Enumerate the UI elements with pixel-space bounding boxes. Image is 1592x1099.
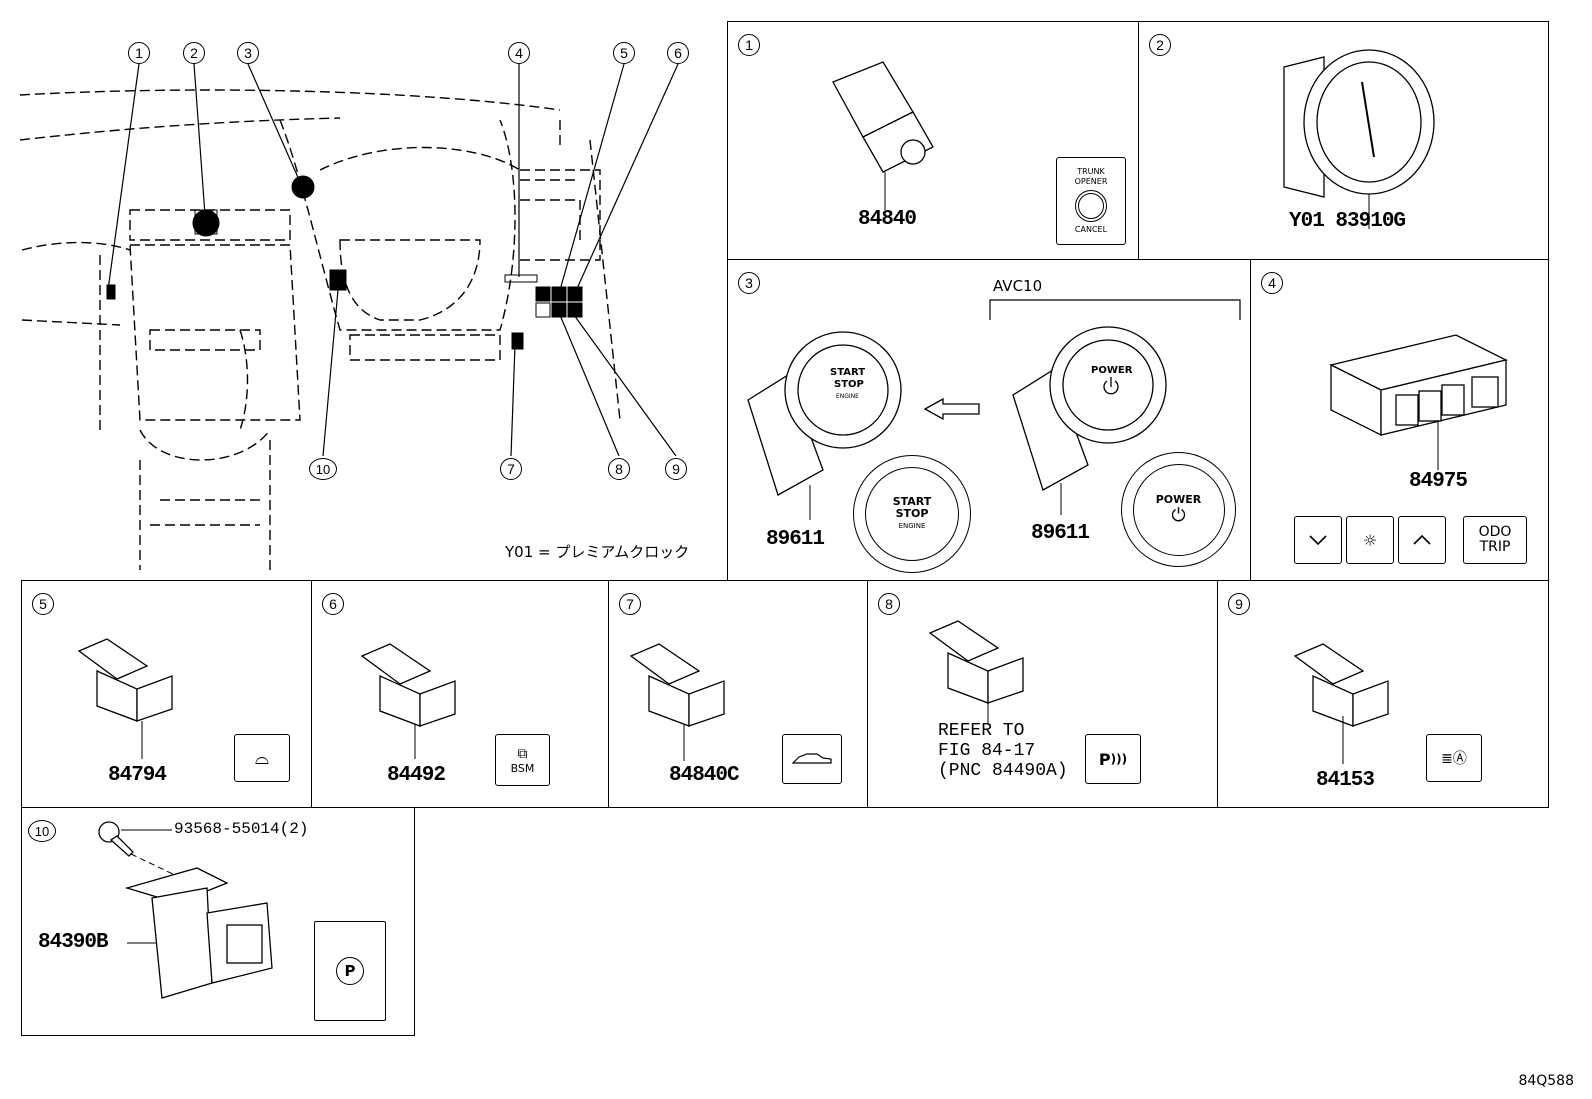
variant-avc10: AVC10 bbox=[993, 277, 1043, 295]
bolt-part-number: 93568-55014(2) bbox=[174, 820, 309, 838]
panel-10: 10 93568-55014(2) 84390B P bbox=[21, 807, 415, 1036]
callout-2: 2 bbox=[183, 42, 205, 64]
part-number-89611-b: 89611 bbox=[1031, 522, 1090, 545]
part-number-84390b: 84390B bbox=[38, 931, 109, 954]
icon-label: P bbox=[1098, 749, 1111, 769]
bolt-drawing bbox=[98, 821, 203, 889]
panel-number: 8 bbox=[878, 593, 900, 615]
callout-10: 10 bbox=[309, 458, 337, 480]
panel-number: 2 bbox=[1149, 34, 1171, 56]
ref-line: FIG 84-17 bbox=[938, 741, 1036, 761]
panel-number: 7 bbox=[619, 593, 641, 615]
meter-switch-drawing bbox=[1329, 334, 1508, 470]
power-button-icon: POWER ⏻ bbox=[1121, 452, 1236, 567]
parking-brake-icon: P bbox=[314, 921, 386, 1021]
parking-brake-symbol: P bbox=[336, 957, 364, 985]
y01-note: Y01 = プレミアムクロック bbox=[505, 543, 690, 561]
car-trunk-icon bbox=[782, 734, 842, 784]
bsm-icon: ⧉ BSM bbox=[495, 734, 550, 786]
btn-label: ENGINE bbox=[898, 522, 926, 530]
panel-number: 9 bbox=[1228, 593, 1250, 615]
part-number-84492: 84492 bbox=[387, 764, 446, 787]
icon-label: BSM bbox=[510, 761, 535, 775]
windshield-defogger-icon: ⌓ bbox=[234, 734, 290, 782]
callout-8: 8 bbox=[608, 458, 630, 480]
panel-number: 1 bbox=[738, 34, 760, 56]
trunk-opener-switch-drawing bbox=[832, 61, 934, 210]
svg-text:START: START bbox=[830, 367, 865, 378]
start-stop-button-icon: START STOP ENGINE bbox=[853, 455, 971, 573]
callout-1: 1 bbox=[128, 42, 150, 64]
bsm-switch-drawing bbox=[360, 643, 456, 759]
odo-trip-icon: ODO TRIP bbox=[1463, 516, 1527, 564]
refer-to-note: REFER TO FIG 84-17 (PNC 84490A) bbox=[938, 721, 1068, 781]
part-number-89611-a: 89611 bbox=[766, 528, 825, 551]
headlamp-switch-drawing bbox=[1293, 643, 1389, 764]
panel-6: 6 84492 ⧉ BSM bbox=[311, 580, 609, 808]
chevron-up-icon bbox=[1398, 516, 1446, 564]
icon-label: P bbox=[344, 962, 356, 980]
icon-label: ODO bbox=[1478, 524, 1512, 540]
parking-assist-icon: P))) bbox=[1085, 734, 1141, 784]
panel-number: 5 bbox=[32, 593, 54, 615]
part-number-84153: 84153 bbox=[1316, 769, 1375, 792]
trunk-opener-icon: TRUNK OPENER CANCEL bbox=[1056, 157, 1126, 245]
panel-8: 8 REFER TO FIG 84-17 (PNC 84490A) P))) bbox=[867, 580, 1218, 808]
defogger-switch-drawing bbox=[77, 638, 173, 759]
callout-6: 6 bbox=[667, 42, 689, 64]
auto-high-beam-icon: ≣Ⓐ bbox=[1426, 734, 1482, 782]
figure-code: 84Q588 bbox=[1518, 1073, 1574, 1089]
part-number-83910g: Y01 83910G bbox=[1289, 210, 1406, 233]
part-number-84840: 84840 bbox=[858, 208, 917, 231]
svg-text:ENGINE: ENGINE bbox=[836, 393, 859, 400]
callout-4: 4 bbox=[508, 42, 530, 64]
panel-number: 6 bbox=[322, 593, 344, 615]
part-number-84794: 84794 bbox=[108, 764, 167, 787]
panel-5: 5 84794 ⌓ bbox=[21, 580, 312, 808]
parking-sensor-switch-drawing bbox=[928, 620, 1024, 725]
icon-label: OPENER bbox=[1074, 177, 1108, 186]
part-number-84840c: 84840C bbox=[669, 764, 740, 787]
callout-7: 7 bbox=[500, 458, 522, 480]
icon-label: TRUNK bbox=[1077, 167, 1105, 176]
panel-number: 10 bbox=[28, 820, 56, 842]
panel-number: 4 bbox=[1261, 272, 1283, 294]
power-switch-drawing: POWER bbox=[1012, 326, 1167, 515]
svg-text:STOP: STOP bbox=[834, 379, 864, 390]
premium-clock-drawing bbox=[1283, 49, 1435, 229]
icon-label: CANCEL bbox=[1074, 225, 1108, 234]
chevron-down-icon bbox=[1294, 516, 1342, 564]
sensor-waves-icon: ))) bbox=[1110, 752, 1128, 766]
replaces-arrow bbox=[923, 397, 980, 421]
dashboard-overview: 1 2 3 4 5 6 10 7 8 9 Y01 = プレミアムクロック bbox=[0, 0, 728, 580]
panel-4: 4 84975 ☼ ODO TRIP bbox=[1250, 259, 1549, 581]
dashboard-drawing bbox=[19, 63, 679, 570]
panel-2: 2 Y01 83910G bbox=[1138, 21, 1549, 260]
callout-5: 5 bbox=[613, 42, 635, 64]
ring-icon bbox=[1075, 190, 1107, 222]
part-number-84975: 84975 bbox=[1409, 470, 1468, 493]
ref-line: (PNC 84490A) bbox=[938, 761, 1068, 781]
panel-number: 3 bbox=[738, 272, 760, 294]
callout-9: 9 bbox=[665, 458, 687, 480]
ref-line: REFER TO bbox=[938, 721, 1025, 741]
variant-bracket bbox=[989, 299, 1241, 320]
panel-1: 1 84840 TRUNK OPENER CANCEL bbox=[727, 21, 1139, 260]
panel-9: 9 84153 ≣Ⓐ bbox=[1217, 580, 1549, 808]
btn-label: STOP bbox=[895, 507, 929, 520]
btn-label: POWER bbox=[1155, 493, 1202, 506]
illumination-icon: ☼ bbox=[1346, 516, 1394, 564]
svg-text:POWER: POWER bbox=[1091, 365, 1133, 376]
power-symbol-icon: ⏻ bbox=[1171, 505, 1186, 526]
icon-label: TRIP bbox=[1479, 539, 1511, 555]
trunk-switch-drawing bbox=[629, 643, 725, 761]
panel-3: 3 AVC10 START STOP ENGINE 89611 START ST… bbox=[727, 259, 1251, 581]
start-stop-switch-drawing: START STOP ENGINE bbox=[747, 331, 902, 520]
parking-brake-switch-drawing bbox=[124, 867, 273, 999]
callout-3: 3 bbox=[237, 42, 259, 64]
btn-label: START bbox=[892, 495, 932, 508]
blind-spot-icon: ⧉ bbox=[517, 745, 528, 762]
panel-7: 7 84840C bbox=[608, 580, 868, 808]
